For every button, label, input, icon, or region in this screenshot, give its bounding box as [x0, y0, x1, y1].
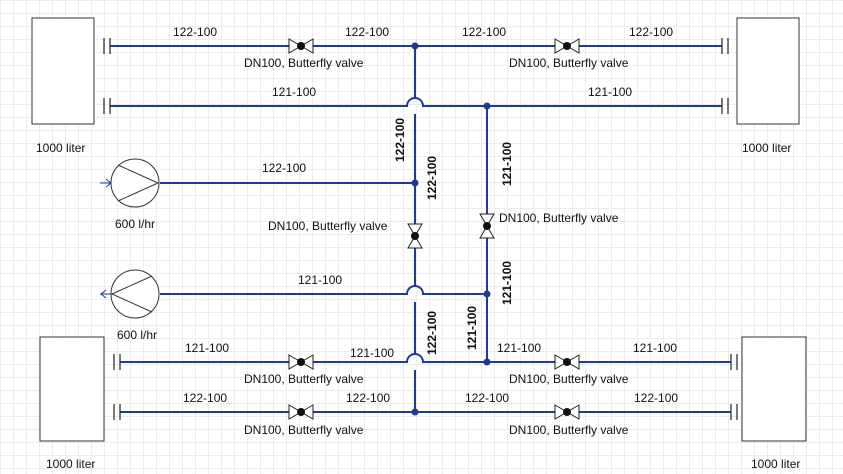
- pump-upper[interactable]: [100, 158, 160, 208]
- valve-label: DN100, Butterfly valve: [244, 56, 364, 70]
- pipe-label: 121-100: [185, 341, 229, 355]
- pipe-label: 122-100: [262, 161, 306, 175]
- pump-lower[interactable]: [100, 269, 160, 319]
- pipes: [110, 45, 731, 413]
- pipe-label-vertical: 122-100: [425, 156, 439, 200]
- pipe-label-vertical: 122-100: [425, 311, 439, 355]
- tank-bottom-left-label: 1000 liter: [46, 457, 95, 471]
- pipe-bottom-121: [120, 353, 731, 363]
- pipe-label: 121-100: [588, 85, 632, 99]
- valve-label: DN100, Butterfly valve: [244, 423, 364, 437]
- pipe-label: 121-100: [633, 341, 677, 355]
- pipe-label: 121-100: [298, 273, 342, 287]
- valve-bottom2-right[interactable]: [554, 404, 580, 420]
- pipe-label: 122-100: [465, 391, 509, 405]
- valve-top-right[interactable]: [554, 38, 580, 54]
- pipe-label-vertical: 121-100: [500, 142, 514, 186]
- valve-label: DN100, Butterfly valve: [268, 219, 388, 233]
- valve-label: DN100, Butterfly valve: [499, 211, 619, 225]
- pipe-label: 122-100: [173, 25, 217, 39]
- pipe-label: 121-100: [272, 85, 316, 99]
- pipe-label: 122-100: [183, 391, 227, 405]
- valve-vertical-left[interactable]: [407, 223, 423, 249]
- pipe-top-121: [110, 97, 722, 107]
- pipe-label: 121-100: [350, 346, 394, 360]
- tank-bottom-right[interactable]: [741, 336, 807, 442]
- pump-lower-label: 600 l/hr: [117, 328, 157, 342]
- valve-label: DN100, Butterfly valve: [509, 372, 629, 386]
- tank-top-right-label: 1000 liter: [742, 141, 791, 155]
- tank-top-left-label: 1000 liter: [36, 141, 85, 155]
- pipe-label: 122-100: [462, 25, 506, 39]
- tank-top-right[interactable]: [736, 17, 800, 125]
- pump-upper-label: 600 l/hr: [115, 217, 155, 231]
- valve-label: DN100, Butterfly valve: [509, 56, 629, 70]
- pipe-label-vertical: 122-100: [393, 118, 407, 162]
- pipe-label: 122-100: [345, 25, 389, 39]
- valve-vertical-right[interactable]: [479, 213, 495, 239]
- valve-bottom1-right[interactable]: [554, 354, 580, 370]
- pipe-label: 122-100: [634, 391, 678, 405]
- pipe-label: 121-100: [497, 341, 541, 355]
- tank-top-left[interactable]: [31, 17, 95, 125]
- pipe-label-vertical: 121-100: [465, 306, 479, 350]
- pipe-label: 122-100: [346, 391, 390, 405]
- valve-label: DN100, Butterfly valve: [244, 372, 364, 386]
- valve-top-left[interactable]: [288, 38, 314, 54]
- valve-bottom2-left[interactable]: [288, 404, 314, 420]
- pipe-label-vertical: 121-100: [500, 261, 514, 305]
- pipe-label: 122-100: [629, 25, 673, 39]
- junctions: [411, 42, 491, 416]
- valve-bottom1-left[interactable]: [288, 354, 314, 370]
- tank-bottom-right-label: 1000 liter: [751, 457, 800, 471]
- tank-bottom-left[interactable]: [39, 336, 105, 442]
- valve-label: DN100, Butterfly valve: [509, 423, 629, 437]
- pipe-pump-lower: [160, 285, 487, 295]
